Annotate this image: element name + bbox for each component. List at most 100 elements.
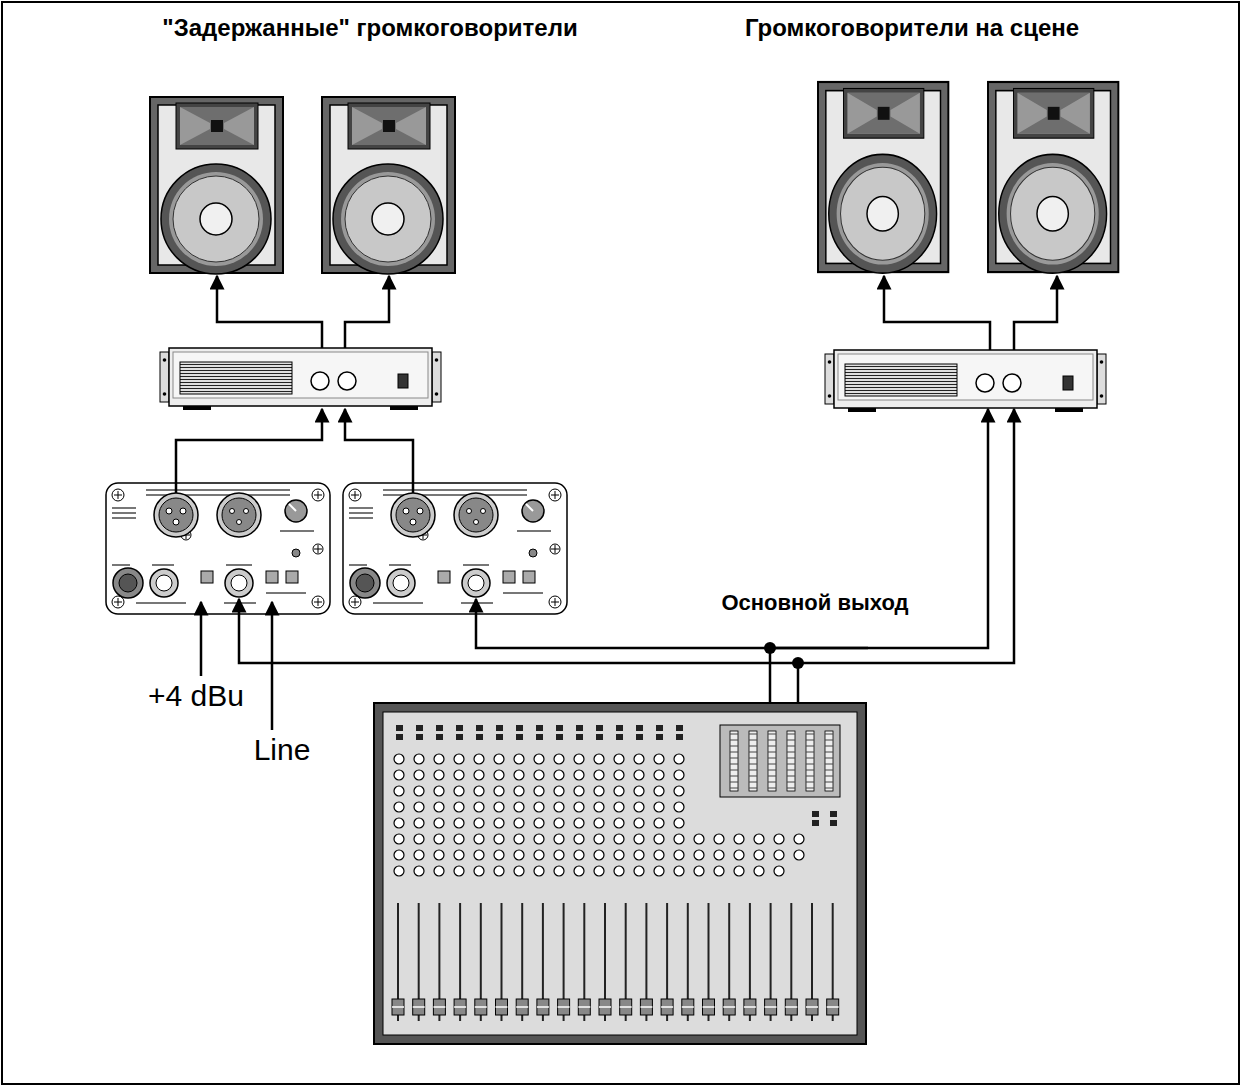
knob xyxy=(474,818,484,828)
level-meter xyxy=(825,731,833,791)
knob xyxy=(474,754,484,764)
knob xyxy=(534,850,544,860)
knob xyxy=(654,834,664,844)
knob xyxy=(794,834,804,844)
delayed-speaker xyxy=(322,97,455,274)
meter-segment xyxy=(806,764,814,765)
knob xyxy=(734,866,744,876)
knob xyxy=(554,818,564,828)
knob xyxy=(714,866,724,876)
power-amplifier xyxy=(825,350,1106,412)
knob xyxy=(634,866,644,876)
knob xyxy=(514,818,524,828)
meter-segment xyxy=(768,764,776,765)
knob xyxy=(414,786,424,796)
fader-cap xyxy=(744,999,756,1015)
meter-segment xyxy=(825,746,833,747)
knob xyxy=(454,850,464,860)
caption-label: +4 dBu xyxy=(146,679,246,714)
knob xyxy=(774,850,784,860)
channel-button xyxy=(496,734,503,740)
meter-segment xyxy=(806,776,814,777)
knob xyxy=(434,754,444,764)
switch-pointer xyxy=(200,602,203,676)
fader-cap-line xyxy=(620,1006,632,1008)
knob xyxy=(394,770,404,780)
knob xyxy=(534,834,544,844)
knob xyxy=(554,802,564,812)
meter-segment xyxy=(825,740,833,741)
channel-button xyxy=(676,734,683,740)
knob xyxy=(414,770,424,780)
knob xyxy=(414,818,424,828)
meter-segment xyxy=(825,734,833,735)
knob xyxy=(614,818,624,828)
fader-cap xyxy=(392,999,404,1015)
channel-button xyxy=(616,725,623,731)
knob xyxy=(634,754,644,764)
knob xyxy=(754,834,764,844)
fader-cap-line xyxy=(785,1006,797,1008)
knob xyxy=(494,754,504,764)
knob xyxy=(574,818,584,828)
knob xyxy=(514,834,524,844)
knob xyxy=(454,818,464,828)
knob xyxy=(434,866,444,876)
knob xyxy=(494,834,504,844)
knob xyxy=(414,850,424,860)
channel-button xyxy=(416,734,423,740)
knob xyxy=(734,850,744,860)
channel-button xyxy=(596,725,603,731)
meter-segment xyxy=(768,776,776,777)
knob xyxy=(654,770,664,780)
meter-segment xyxy=(730,734,738,735)
channel-button xyxy=(616,734,623,740)
knob xyxy=(454,770,464,780)
knob xyxy=(574,802,584,812)
fader-cap-line xyxy=(703,1006,715,1008)
knob xyxy=(614,770,624,780)
knob xyxy=(474,866,484,876)
knob xyxy=(454,802,464,812)
fader-cap xyxy=(723,999,735,1015)
knob xyxy=(394,786,404,796)
knob xyxy=(514,866,524,876)
fader-cap xyxy=(433,999,445,1015)
level-meter xyxy=(749,731,757,791)
fader-cap-line xyxy=(413,1006,425,1008)
fader-cap xyxy=(806,999,818,1015)
fader-cap-line xyxy=(433,1006,445,1008)
meter-segment xyxy=(806,746,814,747)
knob xyxy=(534,866,544,876)
knob xyxy=(594,818,604,828)
meter-segment xyxy=(806,788,814,789)
knob xyxy=(594,866,604,876)
knob xyxy=(474,770,484,780)
meter-segment xyxy=(730,764,738,765)
meter-segment xyxy=(806,752,814,753)
channel-button xyxy=(496,725,503,731)
knob xyxy=(434,850,444,860)
knob xyxy=(394,754,404,764)
meter-segment xyxy=(825,788,833,789)
fader-cap-line xyxy=(454,1006,466,1008)
meter-segment xyxy=(730,770,738,771)
meter-segment xyxy=(825,770,833,771)
knob xyxy=(494,786,504,796)
knob xyxy=(494,802,504,812)
knob xyxy=(554,786,564,796)
knob xyxy=(474,802,484,812)
knob xyxy=(634,850,644,860)
fader-cap-line xyxy=(723,1006,735,1008)
knob xyxy=(654,754,664,764)
stage-speaker xyxy=(818,82,948,273)
knob xyxy=(514,754,524,764)
fader-cap-line xyxy=(661,1006,673,1008)
knob xyxy=(554,866,564,876)
channel-button xyxy=(436,734,443,740)
meter-segment xyxy=(768,782,776,783)
master-button xyxy=(812,820,819,826)
meter-segment xyxy=(749,788,757,789)
knob xyxy=(634,802,644,812)
knob xyxy=(414,834,424,844)
